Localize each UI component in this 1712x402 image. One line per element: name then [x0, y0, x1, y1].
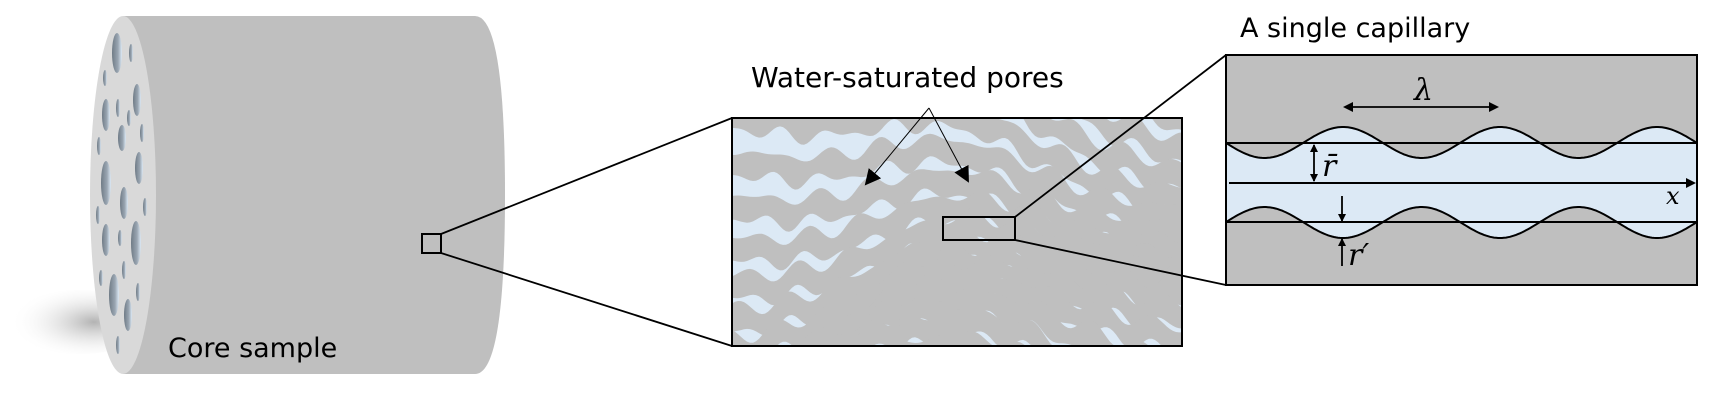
- zoom-line: [440, 117, 733, 235]
- core-sample: Core sample: [10, 16, 505, 374]
- core-sample-label: Core sample: [168, 333, 337, 364]
- pores-arrow: [928, 107, 969, 183]
- pore-hole: [124, 299, 132, 331]
- face-pores: [96, 33, 147, 354]
- pore-hole: [109, 274, 119, 316]
- rock-band: [732, 225, 1182, 336]
- pore-network: [731, 117, 1183, 347]
- pore-hole: [118, 125, 126, 151]
- capillary-zoom-box: [942, 216, 1016, 241]
- pore-hole: [102, 99, 110, 131]
- rock-band: [732, 190, 1182, 271]
- rock-band: [732, 133, 1182, 235]
- pore-hole: [96, 206, 100, 224]
- zoom-line: [1014, 54, 1227, 218]
- pore-hole: [99, 270, 103, 286]
- pore-hole: [120, 187, 128, 219]
- pore-hole: [118, 230, 122, 246]
- pore-hole: [133, 84, 141, 116]
- zoom-line: [440, 252, 733, 347]
- pore-hole: [116, 99, 120, 117]
- rock-band: [732, 309, 1182, 346]
- pore-hole: [116, 336, 120, 354]
- pore-hole: [136, 283, 140, 301]
- pore-hole: [135, 152, 143, 184]
- zoom-line: [1014, 239, 1227, 286]
- pore-network-frame: [731, 117, 1183, 347]
- rock-band: [732, 118, 1182, 191]
- cylinder-body: [123, 16, 505, 374]
- rock-band: [732, 255, 1182, 346]
- radius-perturbation-symbol: r′: [1348, 238, 1369, 273]
- capillary-frame: [1225, 54, 1698, 286]
- pore-hole: [143, 198, 147, 216]
- pore-hole: [122, 261, 126, 279]
- rock-band: [732, 288, 1182, 346]
- pore-hole: [112, 33, 122, 73]
- pore-hole: [127, 110, 131, 126]
- pore-hole: [97, 137, 101, 155]
- sample-zoom-box: [421, 233, 442, 254]
- pores-label: Water-saturated pores: [751, 61, 1064, 94]
- pore-hole: [140, 124, 144, 142]
- mean-radius-symbol: r̄: [1322, 149, 1338, 184]
- rock-band: [732, 330, 1182, 346]
- axis-label: x: [1666, 182, 1680, 210]
- pore-hole: [101, 161, 111, 205]
- pore-hole: [129, 44, 133, 62]
- wavelength-symbol: λ: [1413, 73, 1433, 108]
- pores-arrow: [864, 107, 930, 186]
- pore-hole: [131, 221, 141, 265]
- capillary: λ r̄ r′ x: [1225, 54, 1698, 286]
- capillary-label: A single capillary: [1240, 13, 1470, 44]
- rock-band: [732, 270, 1182, 346]
- pore-hole: [102, 224, 110, 256]
- pore-hole: [103, 70, 107, 86]
